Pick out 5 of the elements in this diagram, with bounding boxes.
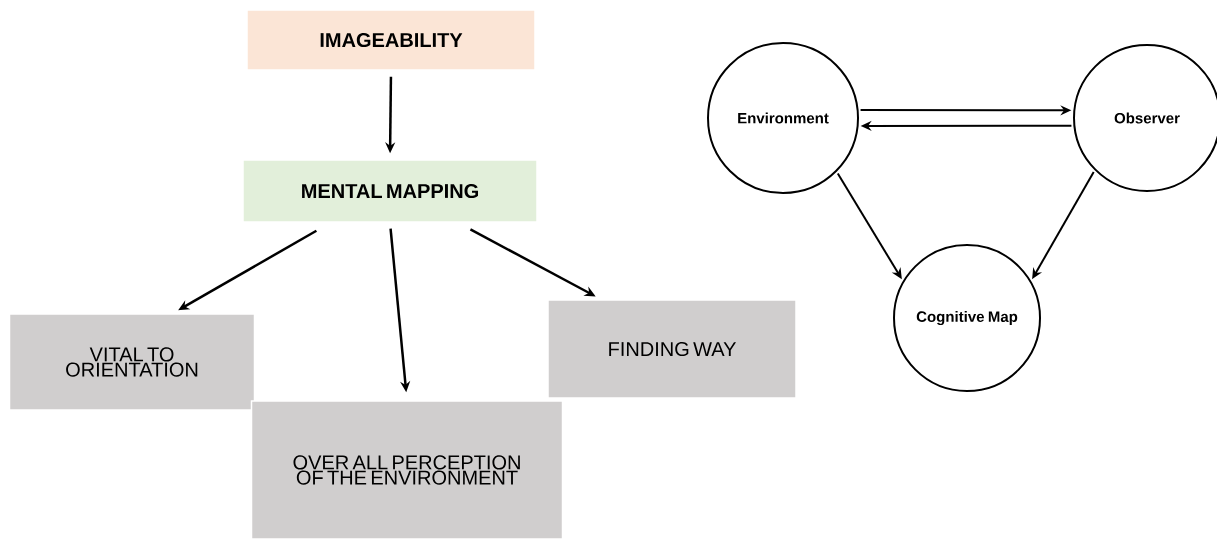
- title-box: IMAGEABILITY: [246, 9, 536, 71]
- outcome-box: VITAL TO ORIENTATION: [8, 313, 256, 411]
- outcome-box: FINDING WAY: [547, 299, 797, 399]
- process-box: MENTAL MAPPING: [242, 159, 538, 223]
- outcome-box: OVER ALL PERCEPTION OF THE ENVIRONMENT: [250, 400, 564, 539]
